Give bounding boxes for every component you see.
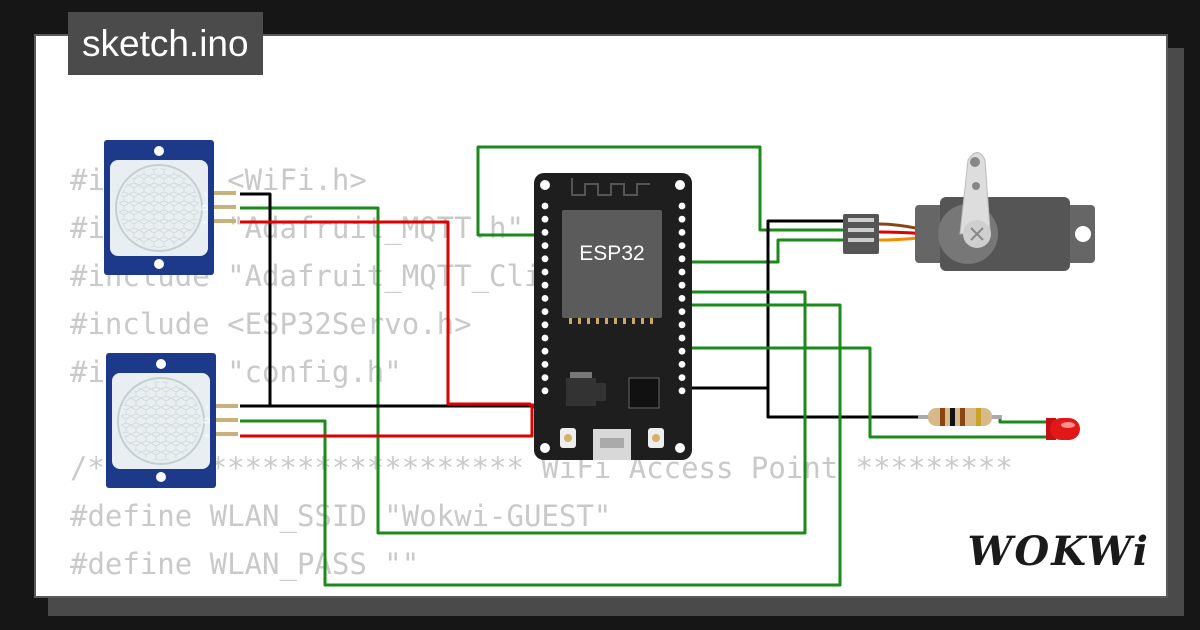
wire-green-pir2-data — [240, 303, 842, 587]
led-icon — [1046, 418, 1080, 440]
esp32-pin-hole — [678, 242, 686, 250]
resistor-icon — [918, 408, 1002, 426]
wire-green-led — [682, 346, 1050, 439]
code-line: #define WLAN_PASS "" — [70, 547, 420, 581]
esp32-pin-hole — [541, 242, 549, 250]
wire-green-pir1-data — [240, 206, 807, 535]
esp32-pin-hole — [541, 255, 549, 263]
code-line: #define WLAN_SSID "Wokwi-GUEST" — [70, 499, 612, 533]
esp32-pin-hole — [678, 255, 686, 263]
file-tab: sketch.ino — [68, 12, 263, 75]
pir-pin-gnd-label: − — [202, 405, 212, 410]
pir-pin-vcc-label: + — [202, 433, 212, 438]
esp32-pin-hole — [678, 215, 686, 223]
esp32-pin-hole — [541, 229, 549, 236]
esp32-pin-hole — [541, 361, 549, 368]
esp32-pin-hole — [678, 361, 686, 368]
pir-motion-sensor-icon: − D + — [104, 140, 236, 275]
esp32-board: ESP32 — [534, 173, 692, 460]
esp32-pin-hole — [541, 334, 549, 342]
esp32-pin-hole — [541, 374, 549, 381]
esp32-pin-hole — [678, 374, 686, 381]
pir-pin-gnd-label: − — [200, 192, 210, 197]
esp32-pin-hole — [541, 215, 549, 223]
esp32-module-label: ESP32 — [579, 242, 644, 265]
esp32-pin-hole — [541, 347, 549, 355]
wire-black-resistor — [766, 388, 920, 419]
esp32-pin-hole — [541, 268, 549, 276]
esp32-pin-hole — [678, 334, 686, 342]
wire-black-pir-gnd — [240, 192, 272, 408]
wokwi-logo: WOKWi — [967, 528, 1150, 575]
wire-green-servo-signal — [476, 145, 845, 237]
esp32-pin-hole — [541, 308, 549, 315]
esp32-pin-hole — [678, 202, 686, 210]
esp32-pin-hole — [678, 321, 686, 329]
esp32-pin-hole — [678, 387, 686, 395]
esp32-pin-hole — [678, 347, 686, 355]
wire-green-resistor-led — [998, 415, 1050, 424]
esp32-pin-hole — [678, 295, 686, 302]
esp32-pin-hole — [678, 268, 686, 276]
esp32-pin-hole — [678, 281, 686, 289]
wire-red-pir1-vcc — [240, 220, 545, 407]
servo-motor-icon — [843, 152, 1095, 271]
pir-pin-d-label: D — [200, 204, 210, 211]
esp32-pin-hole — [541, 321, 549, 329]
pir-pin-vcc-label: + — [200, 220, 210, 225]
esp32-pin-hole — [541, 202, 549, 210]
esp32-pin-hole — [678, 308, 686, 315]
esp32-pin-hole — [678, 229, 686, 236]
pir-pin-d-label: D — [202, 417, 212, 424]
wire-green-servo-power — [682, 238, 845, 264]
code-line: #include <ESP32Servo.h> — [70, 307, 472, 341]
esp32-pin-hole — [541, 387, 549, 395]
esp32-pin-hole — [541, 281, 549, 289]
esp32-pin-hole — [541, 295, 549, 302]
pir-motion-sensor-icon: − D + — [106, 353, 238, 488]
wires — [240, 145, 1050, 587]
